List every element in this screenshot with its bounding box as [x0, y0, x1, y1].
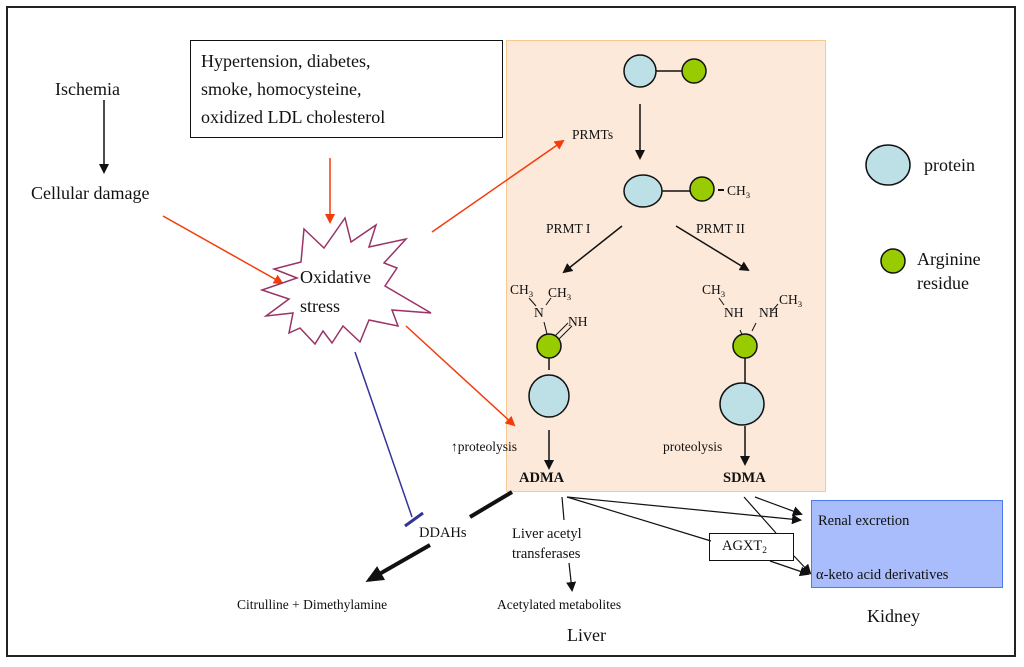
agxt-text: AGXT [722, 538, 763, 554]
alpha-keto-label: α-keto acid derivatives [816, 567, 949, 583]
adma-double-bond-b [557, 325, 573, 341]
sdma-nh-a: NH [724, 305, 744, 320]
protein-circle-top [623, 54, 657, 88]
liver-label: Liver [567, 625, 606, 645]
sdma-bond-1 [718, 297, 725, 306]
legend-arginine-circle [880, 248, 906, 274]
protein-circle-adma [528, 374, 570, 418]
ch3-text: CH [727, 183, 746, 198]
protein-circle-methylated [623, 174, 663, 208]
ch3-subscript: 3 [745, 190, 751, 200]
liver-acetyl-label-1: Liver acetyl [512, 526, 582, 542]
sdma-bond-4 [771, 303, 779, 312]
cellular-damage-label: Cellular damage [31, 183, 150, 203]
risk-factor-line-2: smoke, homocysteine, [201, 79, 362, 99]
arrow-damage-to-stress [162, 215, 284, 284]
kidney-region [811, 500, 1003, 588]
proteolysis-label: proteolysis [663, 439, 723, 454]
sdma-ch3-b-sub: 3 [797, 299, 803, 309]
adma-bond-3 [543, 321, 548, 335]
legend-arginine-label-1: Arginine [917, 249, 981, 269]
risk-factor-line-1: Hypertension, diabetes, [201, 51, 371, 71]
legend-arginine-label-2: residue [917, 273, 969, 293]
adma-ch3-b-sub: 3 [566, 292, 572, 302]
sdma-ch3-a-text: CH [702, 282, 721, 297]
agxt2-label: AGXT2 [722, 538, 767, 557]
arrow-sdma-to-renal [754, 496, 803, 516]
arrow-prmt2 [675, 225, 750, 272]
prmt1-label: PRMT I [546, 221, 591, 236]
oxidative-stress-label-2: stress [300, 296, 340, 316]
thick-line-adma-to-ddahs [468, 490, 514, 519]
liver-acetyl-label-2: transferases [512, 546, 581, 562]
adma-nh: NH [568, 314, 588, 329]
adma-double-bond-a [553, 322, 569, 338]
line-adma-to-agxt2 [566, 496, 712, 542]
sdma-ch3-a: CH3 [702, 282, 726, 299]
legend-protein-label: protein [924, 155, 975, 175]
ch3-label-methylated: CH3 [727, 183, 751, 200]
oxidative-stress-label-1: Oxidative [300, 267, 371, 287]
risk-factor-line-3: oxidized LDL cholesterol [201, 107, 386, 127]
figure-frame [6, 6, 1016, 657]
prmt2-label: PRMT II [696, 221, 745, 236]
prmts-label: PRMTs [572, 127, 614, 142]
arrow-agxt2-sdma-to-alpha-keto [793, 555, 812, 575]
adma-label: ADMA [519, 470, 565, 486]
sdma-ch3-a-sub: 3 [720, 289, 726, 299]
arginine-circle-top [681, 58, 707, 84]
arginine-circle-methylated [689, 176, 715, 202]
adma-bond-1 [528, 297, 537, 307]
risk-factors-box [190, 40, 503, 138]
agxt2-box [709, 533, 794, 561]
arrow-agxt2-to-alpha-keto [769, 560, 810, 577]
adma-ch3-a: CH3 [510, 282, 534, 299]
adma-ch3-b: CH3 [548, 285, 572, 302]
arrow-stress-to-prmts [431, 139, 565, 233]
ischemia-label: Ischemia [55, 79, 120, 99]
adma-ch3-a-text: CH [510, 282, 529, 297]
sdma-ch3-b-text: CH [779, 292, 798, 307]
adma-ch3-b-text: CH [548, 285, 567, 300]
legend-protein-circle [865, 144, 911, 186]
sdma-bond-3 [751, 322, 757, 332]
line-adma-to-liver-acetyl [561, 496, 565, 521]
citrulline-label: Citrulline + Dimethylamine [237, 597, 388, 612]
cellular-methylation-region [506, 40, 826, 492]
adma-n: N [534, 305, 544, 320]
inhibition-stress-to-ddahs [354, 351, 413, 518]
arginine-circle-sdma [732, 333, 758, 359]
ddahs-label: DDAHs [419, 525, 467, 541]
adma-bond-2 [545, 297, 552, 306]
sdma-label: SDMA [723, 470, 766, 486]
arrow-prmt1 [562, 225, 623, 274]
arrow-stress-to-proteolysis [405, 325, 516, 427]
sdma-nh-b: NH [759, 305, 779, 320]
oxidative-stress-starburst [259, 216, 432, 346]
renal-excretion-label: Renal excretion [818, 513, 910, 529]
arginine-circle-adma [536, 333, 562, 359]
inhibition-bar [404, 511, 424, 528]
thick-arrow-ddahs-to-citrulline [365, 543, 431, 582]
arrow-acetyl-to-metabolites [566, 562, 577, 592]
line-sdma-to-agxt2 [743, 496, 777, 534]
kidney-label: Kidney [867, 606, 920, 626]
sdma-ch3-b: CH3 [779, 292, 803, 309]
up-proteolysis-label: ↑proteolysis [451, 439, 517, 454]
agxt-subscript: 2 [762, 546, 767, 556]
protein-circle-sdma [719, 382, 765, 426]
acetylated-metabolites-label: Acetylated metabolites [497, 597, 622, 612]
adma-ch3-a-sub: 3 [528, 289, 534, 299]
